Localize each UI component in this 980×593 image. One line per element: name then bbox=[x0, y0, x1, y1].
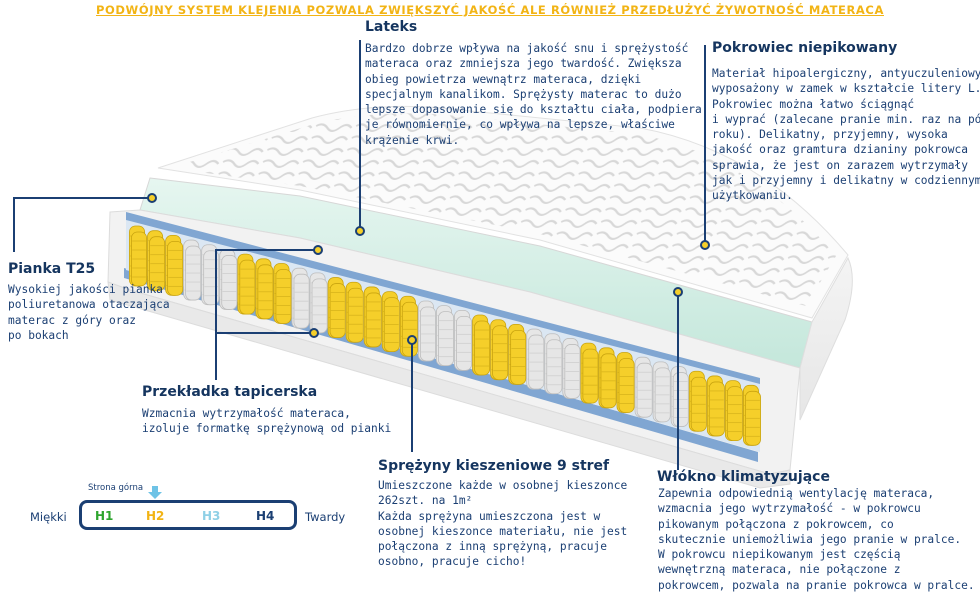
hardness-top-side-label: Strona górna bbox=[88, 483, 144, 493]
hardness-soft-label: Miękki bbox=[30, 510, 67, 524]
wlokno-title: Włókno klimatyzujące bbox=[657, 469, 830, 485]
callout-lines bbox=[13, 40, 706, 470]
przekladka-description: Wzmacnia wytrzymałość materaca, izoluje … bbox=[142, 407, 392, 436]
spring-pockets bbox=[129, 225, 761, 446]
marker-lateks bbox=[355, 226, 365, 236]
pianka-description: Wysokiej jakości pianka poliuretanowa ot… bbox=[8, 283, 170, 342]
marker-przekladka-2 bbox=[309, 328, 319, 338]
marker-przekladka-1 bbox=[313, 245, 323, 255]
sprezyny-title: Sprężyny kieszeniowe 9 stref bbox=[378, 458, 610, 474]
callout-line-przekladka-1 bbox=[215, 249, 318, 380]
lateks-title: Lateks bbox=[365, 19, 418, 35]
pianka-title: Pianka T25 bbox=[8, 261, 96, 277]
headline-text: PODWÓJNY SYSTEM KLEJENIA POZWALA ZWIĘKSZ… bbox=[96, 3, 884, 17]
hardness-h1: H1 bbox=[95, 509, 114, 523]
marker-sprezyny bbox=[407, 335, 417, 345]
hardness-h2: H2 bbox=[146, 509, 165, 523]
callout-markers bbox=[147, 193, 710, 345]
cover-quilt-pattern bbox=[170, 113, 836, 306]
top-side-arrow-icon bbox=[148, 486, 162, 499]
przekladka-title: Przekładka tapicerska bbox=[142, 384, 318, 400]
marker-pokrowiec bbox=[700, 240, 710, 250]
marker-pianka bbox=[147, 193, 157, 203]
pokrowiec-description: Materiał hipoalergiczny, antyuczuleniowy… bbox=[712, 67, 980, 203]
foam-right-side bbox=[799, 256, 853, 421]
hardness-firm-label: Twardy bbox=[305, 510, 346, 524]
marker-wlokno bbox=[673, 287, 683, 297]
hardness-h4: H4 bbox=[256, 509, 275, 523]
lateks-description: Bardzo dobrze wpływa na jakość snu i spr… bbox=[365, 42, 702, 147]
callout-line-pianka bbox=[13, 197, 152, 252]
upholstery-strip bbox=[126, 212, 760, 386]
sprezyny-description: Umieszczone każde w osobnej kieszonce 26… bbox=[378, 479, 628, 569]
headline-banner: PODWÓJNY SYSTEM KLEJENIA POZWALA ZWIĘKSZ… bbox=[0, 3, 980, 17]
wlokno-description: Zapewnia odpowiednią wentylację materaca… bbox=[658, 487, 975, 592]
pokrowiec-title: Pokrowiec niepikowany bbox=[712, 40, 898, 56]
hardness-scale-box bbox=[79, 500, 297, 530]
hardness-h3: H3 bbox=[202, 509, 221, 523]
